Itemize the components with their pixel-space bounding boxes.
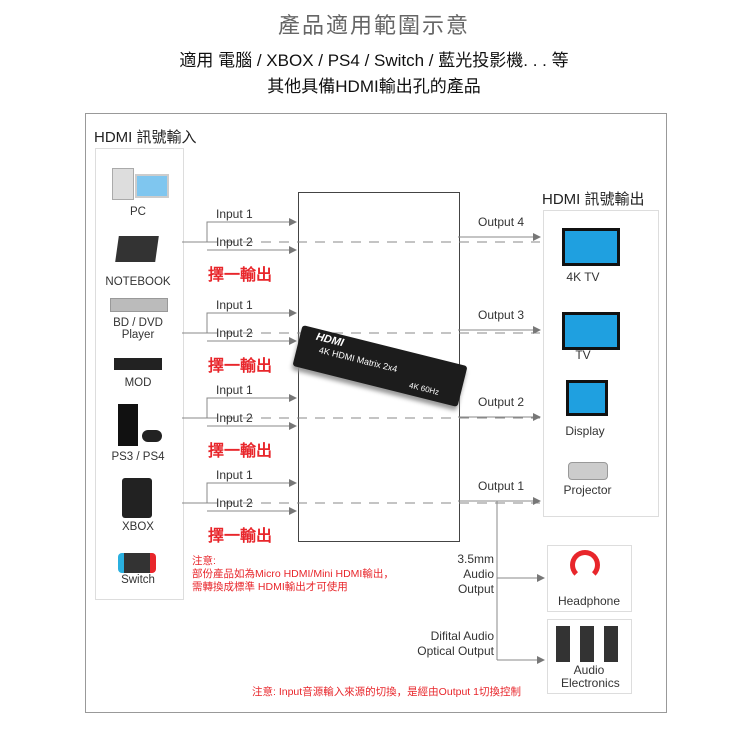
output-label: Output 1 — [478, 479, 525, 493]
pc-monitor-icon — [135, 174, 169, 198]
input-section-title: HDMI 訊號輸入 — [94, 129, 197, 146]
device-label-xbox: XBOX — [122, 521, 154, 533]
output-label-projector: Projector — [563, 483, 612, 497]
input-1-label: Input 1 — [216, 383, 253, 397]
device-name: 4K HDMI Matrix 2x4 — [317, 344, 399, 375]
select-one-output-label: 擇一輸出 — [208, 443, 273, 460]
device-label-switch: Switch — [121, 574, 155, 586]
switch-icon — [118, 553, 156, 573]
page-title: 產品適用範圍示意 — [277, 13, 470, 38]
subtitle-line2: 其他具備HDMI輸出孔的產品 — [267, 77, 481, 96]
display-icon — [566, 380, 608, 416]
note1-title: 注意: — [192, 555, 216, 567]
select-one-output-label: 擇一輸出 — [208, 528, 273, 545]
bd-player-icon — [110, 298, 168, 312]
output-section-title: HDMI 訊號輸出 — [542, 191, 645, 208]
output-label-tv: TV — [575, 348, 591, 362]
output-label-headphone: Headphone — [557, 594, 621, 608]
note1-line1: 部份產品如為Micro HDMI/Mini HDMI輸出， — [192, 568, 394, 580]
pc-icon — [112, 168, 134, 200]
input-1-label: Input 1 — [216, 468, 253, 482]
input-2-label: Input 2 — [216, 326, 253, 340]
output-label: Output 4 — [478, 215, 525, 229]
output-label-audio: Audio Electronics — [561, 663, 620, 690]
mod-box-icon — [114, 358, 162, 370]
speakers-icon — [556, 626, 618, 662]
output-label-display: Display — [565, 424, 605, 438]
select-one-output-label: 擇一輸出 — [208, 267, 273, 284]
input-2-label: Input 2 — [216, 411, 253, 425]
device-label-pc: PC — [130, 206, 146, 218]
audio-analog-label: 3.5mm Audio Output — [457, 552, 494, 596]
subtitle-line1: 適用 電腦 / XBOX / PS4 / Switch / 藍光投影機. . .… — [179, 51, 569, 70]
output-label: Output 3 — [478, 308, 525, 322]
device-label-mod: MOD — [124, 377, 152, 389]
ps4-icon — [118, 404, 138, 446]
xbox-icon — [122, 478, 152, 518]
device-spec: 4K 60Hz — [408, 380, 441, 397]
4k-tv-icon — [562, 228, 620, 266]
audio-optical-label: Difital Audio Optical Output — [417, 629, 494, 658]
output-label: Output 2 — [478, 395, 525, 409]
controller-icon — [142, 430, 162, 442]
note2: 注意: Input音源輸入來源的切換，是經由Output 1切換控制 — [252, 686, 521, 698]
note1-line2: 需轉換成標準 HDMI輸出才可使用 — [192, 581, 348, 593]
output-label-4k-tv: 4K TV — [566, 270, 600, 284]
tv-icon — [562, 312, 620, 350]
notebook-icon — [115, 236, 159, 262]
projector-icon — [568, 462, 608, 480]
input-1-label: Input 1 — [216, 207, 253, 221]
select-one-output-label: 擇一輸出 — [208, 358, 273, 375]
input-2-label: Input 2 — [216, 496, 253, 510]
headphone-icon — [570, 550, 600, 580]
device-label-ps: PS3 / PS4 — [111, 451, 165, 463]
input-1-label: Input 1 — [216, 298, 253, 312]
device-label-bd-dvd: BD / DVD Player — [113, 317, 163, 341]
input-devices-panel — [95, 148, 184, 600]
device-label-notebook: NOTEBOOK — [105, 276, 171, 288]
input-2-label: Input 2 — [216, 235, 253, 249]
